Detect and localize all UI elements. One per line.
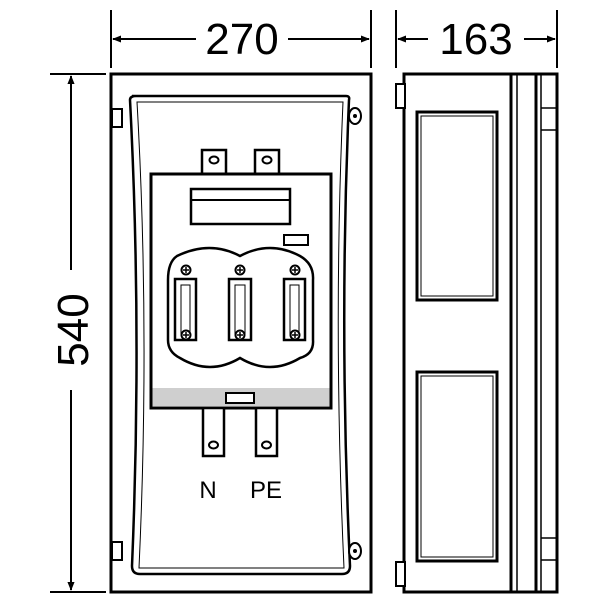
side-knockout-upper: [415, 110, 499, 302]
width-dimension-label: 270: [205, 15, 278, 64]
side-hinge-top: [395, 83, 406, 109]
hinge-top: [111, 108, 123, 128]
height-dimension: 540: [49, 73, 106, 593]
side-knockout-lower: [415, 370, 499, 563]
hinge-bottom: [111, 541, 123, 561]
depth-dimension-label: 163: [439, 15, 512, 64]
upper-terminal-right: [253, 148, 281, 176]
pe-terminal: [254, 406, 279, 458]
neutral-terminal: [201, 406, 226, 458]
front-view: N PE: [109, 72, 373, 594]
status-indicator-slot: [283, 234, 309, 246]
side-view: [395, 72, 559, 594]
front-enclosure-outline: [109, 72, 373, 594]
label-window: [189, 187, 292, 226]
height-dimension-label: 540: [49, 293, 98, 366]
neutral-terminal-label: N: [199, 477, 216, 504]
cover-screw-bottom: [348, 542, 362, 560]
side-hinge-bottom: [395, 561, 406, 587]
pe-terminal-label: PE: [250, 477, 282, 504]
front-cover-panel: [128, 94, 352, 576]
depth-dimension: 163: [395, 10, 558, 68]
width-dimension: 270: [110, 10, 372, 68]
lower-indicator-slot: [225, 392, 255, 404]
side-enclosure-outline: [402, 72, 559, 594]
cover-screw-top: [348, 107, 362, 125]
front-cover-inner-line: [136, 101, 345, 569]
upper-terminal-left: [200, 148, 228, 176]
